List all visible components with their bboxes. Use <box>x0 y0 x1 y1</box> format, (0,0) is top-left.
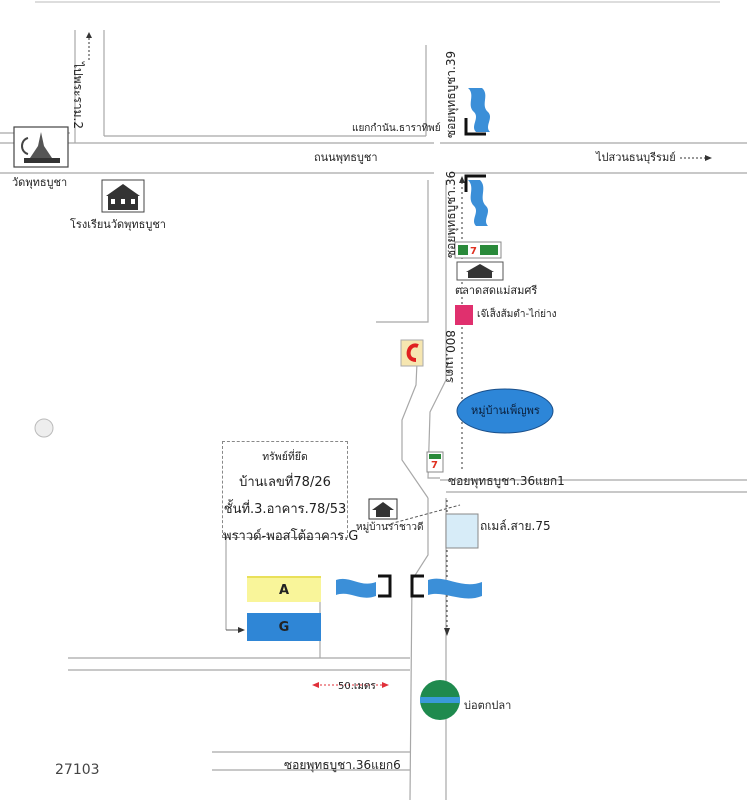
property-project: พราวด์-พอสโต้อาคาร.G <box>223 529 359 544</box>
distance-50-label: 50.เมตร <box>338 681 376 692</box>
bridge-brackets <box>378 118 486 598</box>
village-phenporn-oval <box>456 388 554 434</box>
soi-36-6-label: ซอยพุทธบูชา.36แยก6 <box>284 758 401 772</box>
market-label: ตลาดสดแม่สมศรี <box>455 284 538 297</box>
plot-g: G <box>247 613 321 641</box>
distance-50-arrow <box>312 682 389 688</box>
canal <box>336 88 490 599</box>
tesco-lotus-icon <box>400 339 424 367</box>
junction-top-label: แยกกำนัน.ธาราทิพย์ <box>352 123 441 134</box>
property-heading: ทรัพย์ที่ยึด <box>262 451 308 463</box>
main-road-label: ถนนพุทธบูชา <box>314 151 378 164</box>
map-code: 27103 <box>55 762 100 778</box>
village-phenporn-label: หมู่บ้านเพ็ญพร <box>471 404 540 417</box>
fishing-pond-label: บ่อตกปลา <box>464 699 512 712</box>
property-info-box: ทรัพย์ที่ยึด บ้านเลขที่78/26 ชั้นที่.3.อ… <box>222 441 358 544</box>
rama2-road <box>74 30 427 143</box>
soi-36-label: ซอยพุทธบูชา.36 <box>444 170 458 258</box>
house-icon <box>368 498 398 520</box>
lower-roads <box>68 540 410 771</box>
distance-800-label: 800.เมตร <box>443 330 457 383</box>
temple-label: วัดพุทธบูชา <box>12 176 68 189</box>
soi-36-1-label: ซอยพุทธบูชา.36แยก1 <box>448 474 565 488</box>
school-icon <box>101 179 145 213</box>
property-house-no: บ้านเลขที่78/26 <box>239 475 331 490</box>
temple-icon <box>13 126 69 168</box>
bus-route-label: ถเมล์.สาย.75 <box>480 519 551 533</box>
property-floor: ชั้นที่.3.อาคาร.78/53 <box>223 502 347 517</box>
seven-eleven-icon: 7 <box>454 241 502 259</box>
bus-stop-marker <box>445 513 479 549</box>
shop-icon <box>455 305 473 325</box>
seven-eleven-icon-lower: 7 <box>426 451 444 473</box>
decorative-dot <box>34 418 54 438</box>
village-rachawadee-label: หมู่บ้านราชาวดี <box>356 522 424 533</box>
svg-text:7: 7 <box>470 246 477 257</box>
to-right-label: ไปสวนธนบุรีรมย์ <box>596 151 676 164</box>
market-icon <box>456 261 504 281</box>
svg-text:7: 7 <box>431 460 438 471</box>
school-label: โรงเรียนวัดพุทธบูชา <box>70 218 166 231</box>
shop-label: เจ๊เส็งส้มตำ-ไก่ย่าง <box>477 309 557 320</box>
pracharam-label: ไปพระราม.2 <box>71 62 85 129</box>
soi-39-label: ซอยพุทธบูชา.39 <box>444 50 458 138</box>
pond-icon <box>420 680 460 720</box>
plot-a: A <box>247 576 321 602</box>
